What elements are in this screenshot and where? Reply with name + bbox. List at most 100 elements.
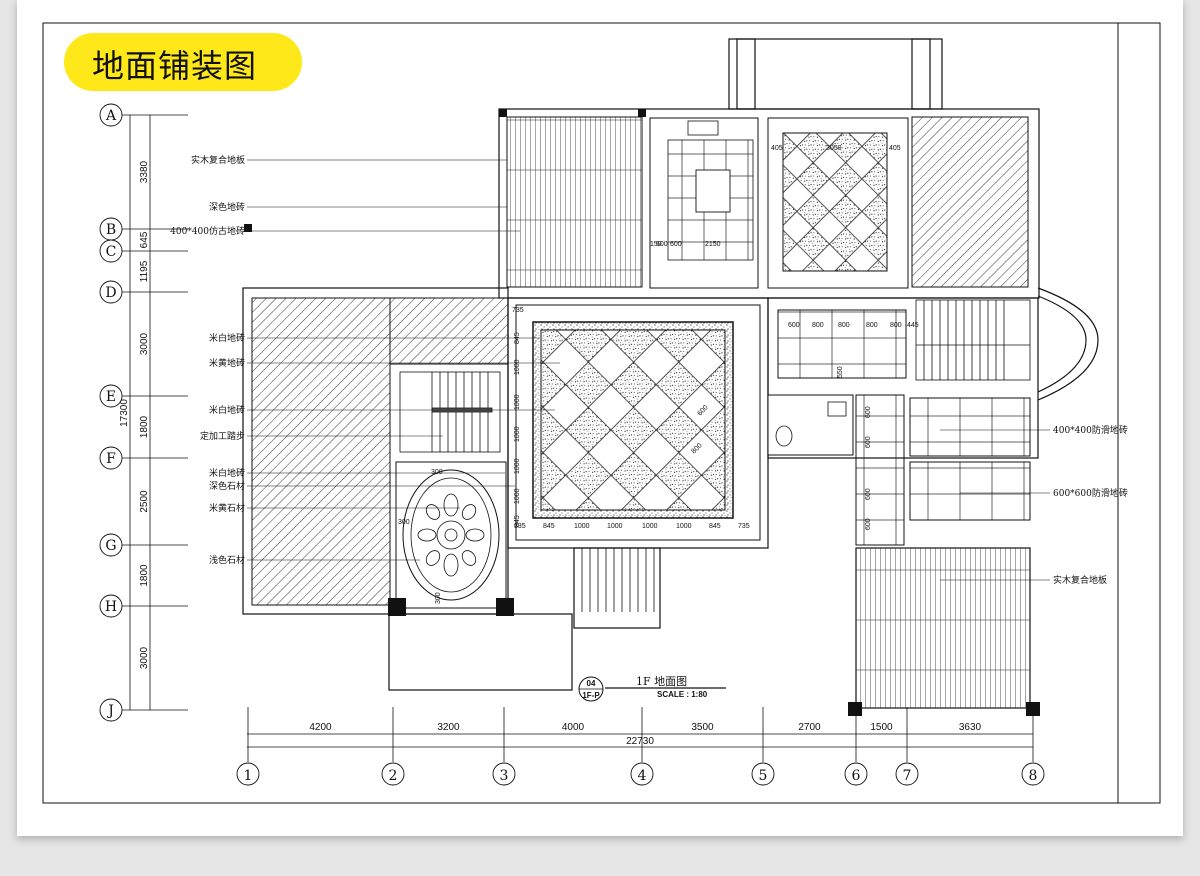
column-marker (388, 598, 406, 616)
column-axis-label: 1 (244, 768, 253, 784)
row-axis-bubble (99, 533, 123, 557)
svg-text:845: 845 (514, 515, 521, 527)
svg-text:150: 150 (650, 241, 662, 248)
vertical-dimension-chain (129, 115, 151, 710)
column-dimension-value: 2700 (798, 722, 821, 733)
stone-medallion-outer (402, 469, 500, 601)
column-axis-bubble (895, 762, 919, 786)
svg-text:800: 800 (838, 322, 850, 329)
row-dimension-value: 2500 (139, 490, 150, 513)
svg-text:800: 800 (890, 322, 902, 329)
svg-text:445: 445 (907, 322, 919, 329)
material-label: 400*400防滑地砖 (1053, 424, 1128, 436)
dining-tile-floor (777, 309, 907, 379)
column-axis-bubble (381, 762, 405, 786)
svg-text:1000: 1000 (642, 523, 658, 530)
svg-text:550: 550 (837, 366, 844, 378)
page-title: 地面铺装图 (92, 47, 258, 85)
row-axis-label: E (106, 389, 116, 405)
row-dimension-value: 1800 (139, 564, 150, 587)
material-label: 米黄地砖 (209, 357, 245, 369)
horizontal-dimension-chain (247, 733, 1033, 748)
row-dimension-value: 1800 (139, 415, 150, 438)
column-axis-bubble (492, 762, 516, 786)
column-marker (244, 224, 252, 232)
toilet-icon (775, 425, 793, 447)
svg-text:1000: 1000 (607, 523, 623, 530)
row-axis-label: G (105, 538, 116, 554)
column-axis-bubble (630, 762, 654, 786)
row-axis-label: D (105, 285, 116, 301)
drawing-caption: 1F 地面图 (636, 675, 687, 688)
svg-text:1000: 1000 (514, 359, 521, 375)
column-dimension-ticks (247, 707, 1034, 762)
svg-text:1000: 1000 (514, 426, 521, 442)
right-staircase (915, 299, 1031, 381)
svg-text:1000: 1000 (574, 523, 590, 530)
drawing-frame (42, 22, 1161, 804)
drawing-scale: SCALE : 1:80 (657, 690, 708, 699)
row-axis-bubble (99, 698, 123, 722)
bathroom-left (767, 394, 854, 456)
svg-text:1000: 1000 (676, 523, 692, 530)
row-dimension-value: 3000 (139, 646, 150, 669)
row-axis-bubble (99, 103, 123, 127)
material-label: 米白地砖 (209, 467, 245, 479)
dining-diamond-tile (782, 132, 888, 272)
left-hatched-area (251, 297, 391, 606)
medallion-room (395, 461, 507, 609)
svg-text:600: 600 (656, 241, 668, 248)
column-marker (638, 109, 646, 117)
material-label: 米白地砖 (209, 332, 245, 344)
material-label: 实木复合地板 (191, 154, 245, 166)
svg-text:600: 600 (788, 322, 800, 329)
kitchen-island (695, 169, 731, 213)
row-dimension-value: 1195 (139, 260, 150, 282)
column-total-dimension: 22730 (626, 736, 654, 747)
upper-right-hatched-area (911, 116, 1029, 288)
svg-text:600: 600 (865, 406, 872, 418)
column-marker (499, 109, 507, 117)
left-staircase (399, 371, 501, 453)
title-badge: 地面铺装图 (64, 33, 302, 91)
column-dimension-value: 4000 (562, 722, 585, 733)
row-axis-label: B (106, 222, 116, 238)
svg-text:300: 300 (398, 519, 410, 526)
column-axis-label: 2 (389, 768, 398, 784)
row-axis-bubble (99, 280, 123, 304)
svg-text:300: 300 (431, 469, 443, 476)
column-dimension-value: 1500 (870, 722, 893, 733)
column-axis-bubble (1021, 762, 1045, 786)
material-label: 深色石材 (209, 480, 245, 492)
material-label: 600*600防滑地砖 (1053, 487, 1128, 499)
svg-text:1000: 1000 (514, 458, 521, 474)
svg-text:735: 735 (512, 307, 524, 314)
column-axis-label: 3 (500, 768, 509, 784)
kitchen-sink (687, 120, 719, 136)
column-marker (496, 598, 514, 616)
svg-text:845: 845 (543, 523, 555, 530)
column-axis-bubble (751, 762, 775, 786)
svg-text:2150: 2150 (705, 241, 721, 248)
svg-text:405: 405 (771, 145, 783, 152)
column-marker (848, 702, 862, 716)
wash-basin-icon (827, 401, 847, 417)
material-label: 定加工踏步 (200, 430, 245, 442)
material-label: 实木复合地板 (1053, 574, 1107, 586)
svg-text:600: 600 (865, 518, 872, 530)
svg-text:405: 405 (889, 145, 901, 152)
svg-text:600: 600 (865, 488, 872, 500)
row-axis-bubble (99, 239, 123, 263)
column-axis-label: 6 (852, 768, 861, 784)
svg-text:3050: 3050 (826, 145, 842, 152)
row-axis-bubble (99, 384, 123, 408)
hall-diamond-tile (540, 329, 726, 511)
material-label: 米黄石材 (209, 502, 245, 514)
svg-text:1000: 1000 (514, 394, 521, 410)
column-dimension-value: 4200 (309, 722, 332, 733)
room-600-tile (909, 461, 1031, 521)
svg-text:735: 735 (738, 523, 750, 530)
stone-medallion-ring (410, 477, 492, 593)
left-material-labels: 实木复合地板深色地砖400*400仿古地砖米白地砖米黄地砖米白地砖定加工踏步米白… (170, 154, 560, 566)
